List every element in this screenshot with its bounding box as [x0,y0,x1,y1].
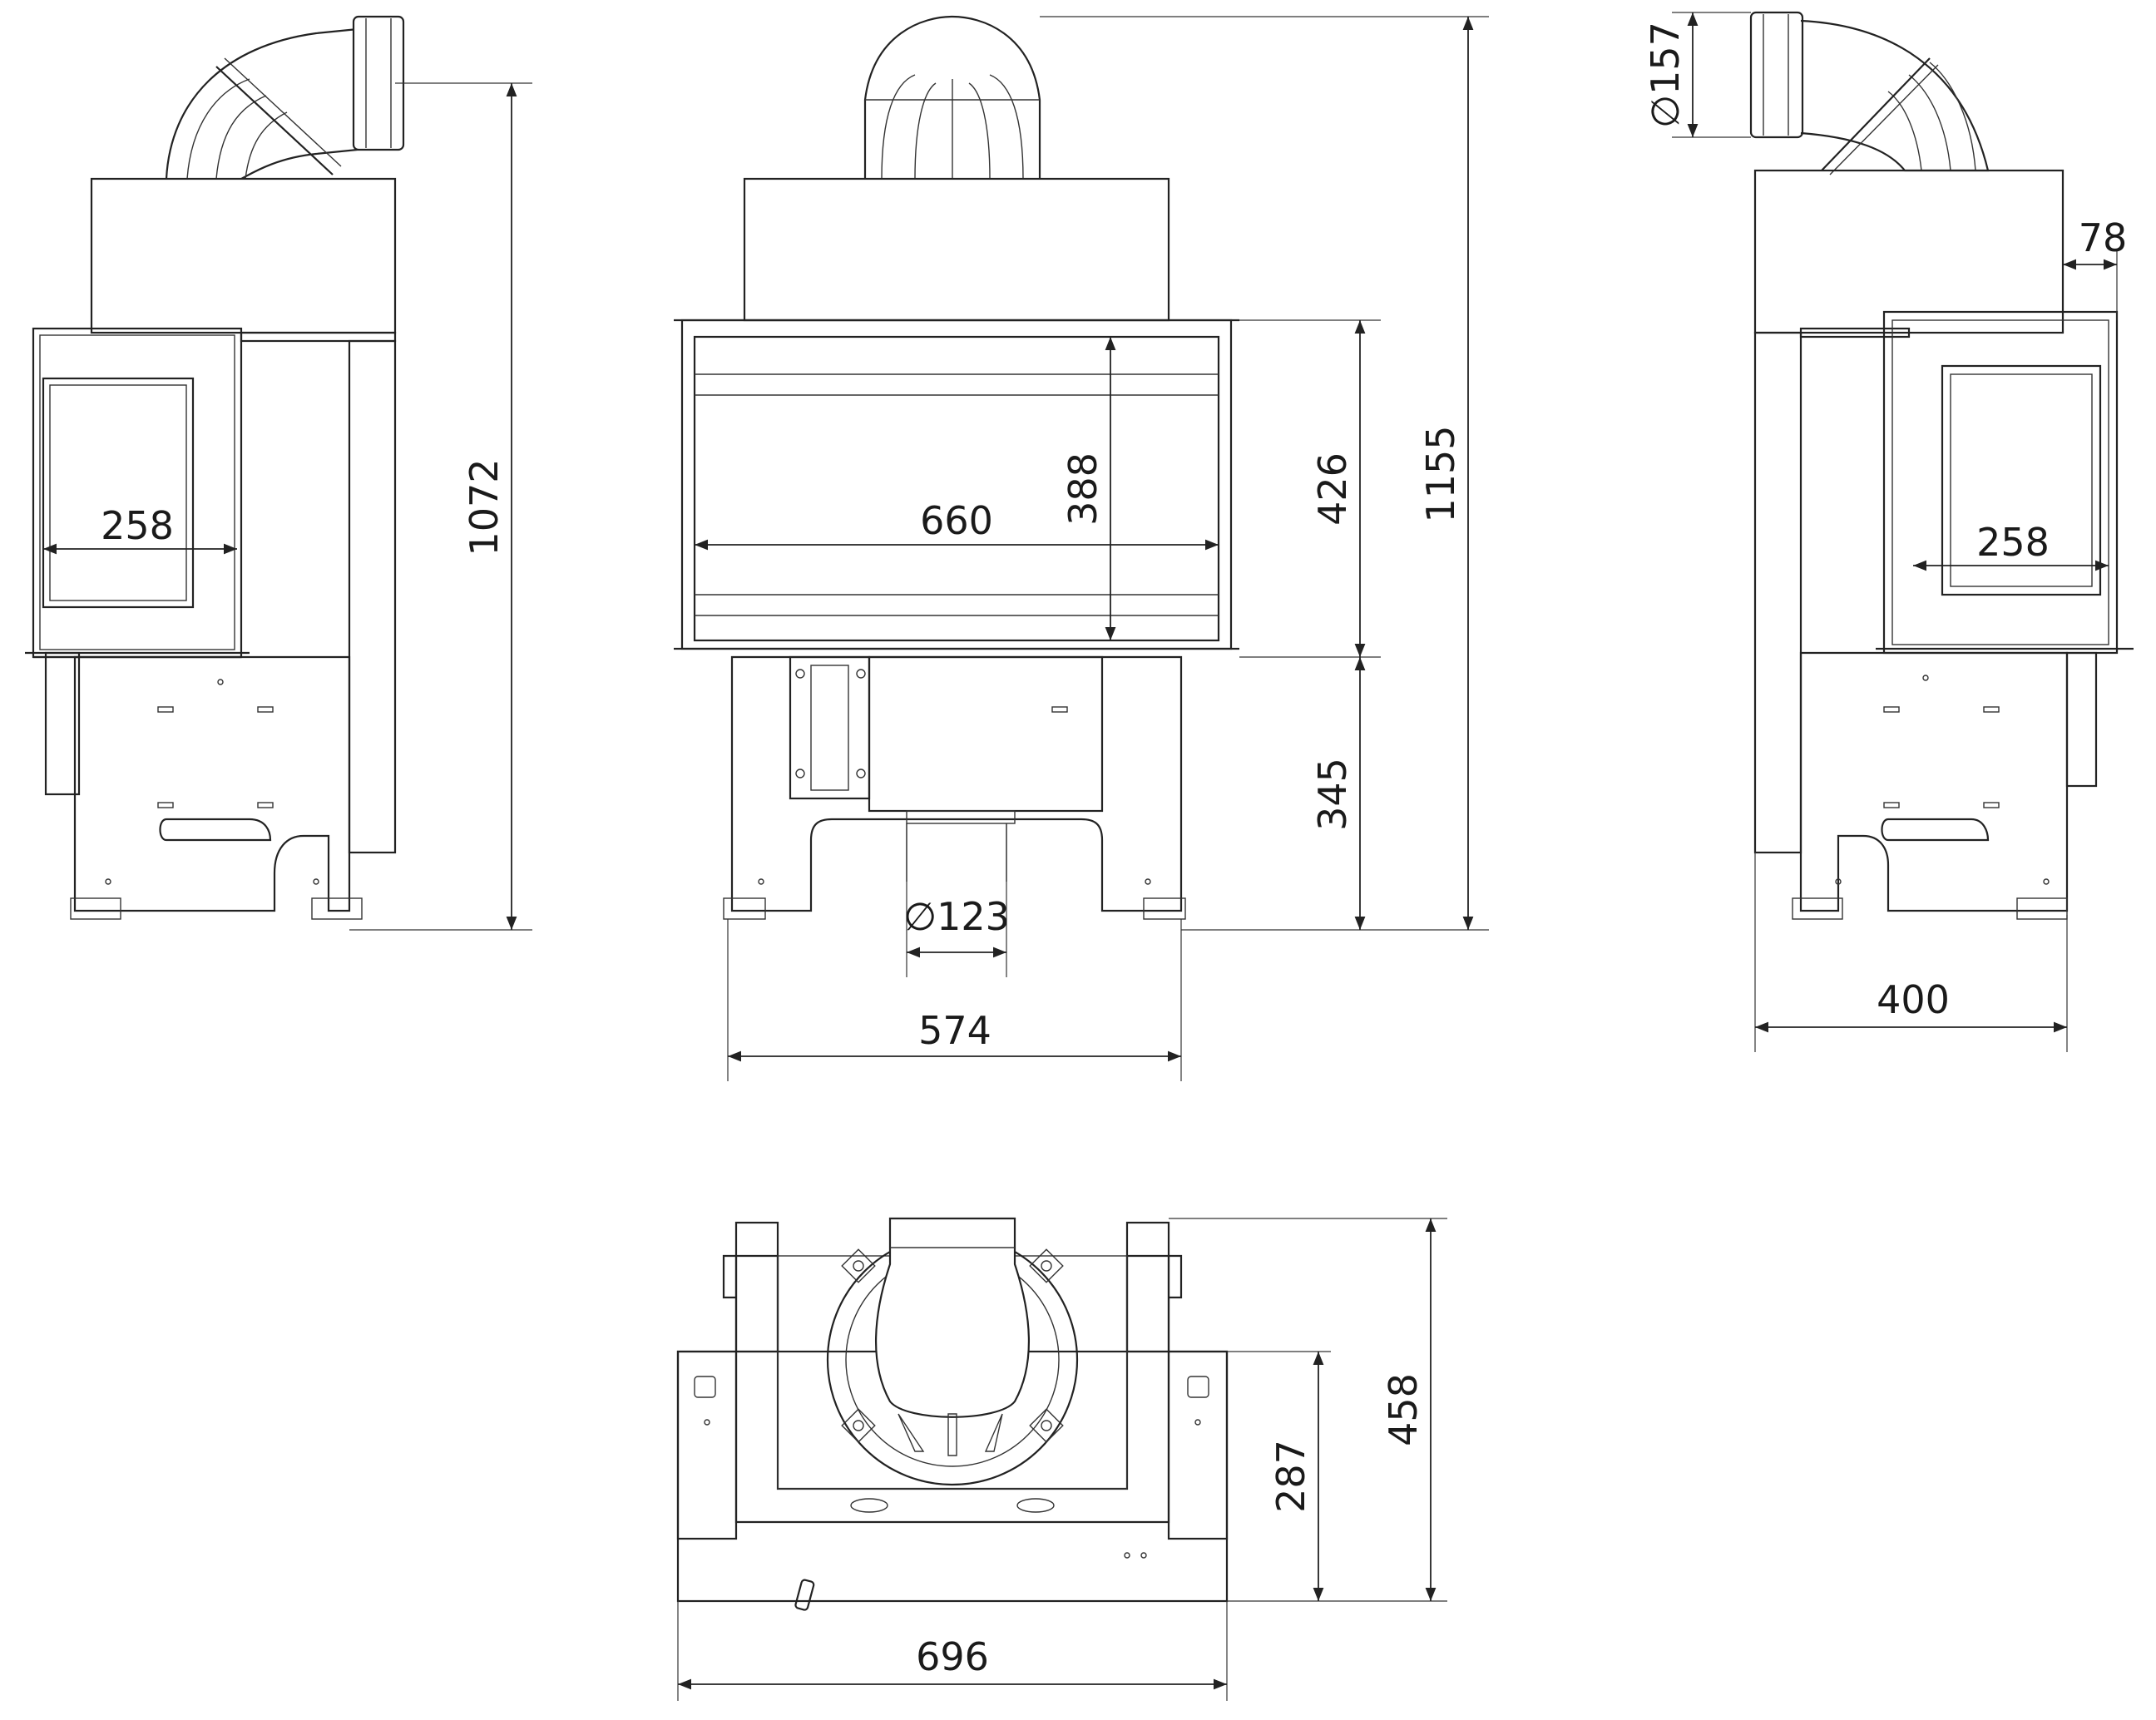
flue-elbow-left [165,15,405,180]
flue-elbow-right [1749,11,1990,175]
dim-diameter-157: ∅157 [1643,22,1688,128]
dim-diameter-123: ∅123 [903,894,1010,939]
left-side-view: 258 1072 [25,15,532,931]
front-view: 660 388 426 345 1155 ∅123 574 [674,15,1489,1081]
upper-housing-left [90,177,397,334]
firebox-front [680,319,1233,650]
corner-bolts-top [841,1248,1064,1443]
flue-dome-front [863,15,1041,180]
dim-78: 78 [2079,215,2128,260]
upper-housing-right [1753,169,2065,334]
dim-660: 660 [920,498,993,543]
glass-front [693,335,1220,642]
base-left [73,655,351,912]
top-view: 287 458 696 [676,1217,1447,1701]
glass-right [1941,364,2102,596]
dim-388: 388 [1061,452,1105,526]
dim-400: 400 [1877,977,1950,1022]
right-side-view: 258 78 ∅157 400 [1643,11,2134,1052]
dim-287: 287 [1268,1440,1313,1513]
dim-458: 458 [1381,1373,1426,1446]
dim-426: 426 [1310,452,1355,526]
dim-1072: 1072 [462,458,507,556]
base-right [1799,651,2069,912]
dim-345: 345 [1310,758,1355,831]
dim-696: 696 [916,1634,989,1679]
base-front [730,655,1183,912]
dim-574: 574 [918,1008,991,1053]
dim-258-right: 258 [1976,520,2050,565]
upper-housing-front [743,177,1170,322]
firebox-right [1882,310,2119,655]
dim-1155: 1155 [1418,425,1463,522]
dim-258-left: 258 [101,503,174,548]
glass-left [42,377,195,609]
